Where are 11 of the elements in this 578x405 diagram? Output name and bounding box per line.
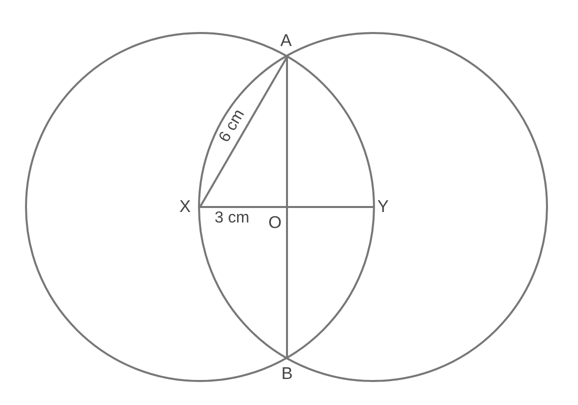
line-segment [286, 57, 288, 207]
edge-label: 3 cm [214, 210, 250, 226]
point-label: A [280, 32, 292, 50]
point-label: X [179, 198, 191, 216]
point-label: O [268, 214, 282, 232]
edge-label: 6 cm [216, 106, 248, 146]
line-segment [287, 206, 373, 208]
point-label: B [281, 365, 293, 383]
line-segment [199, 56, 288, 208]
point-label: Y [377, 198, 389, 216]
line-segment [200, 206, 287, 208]
